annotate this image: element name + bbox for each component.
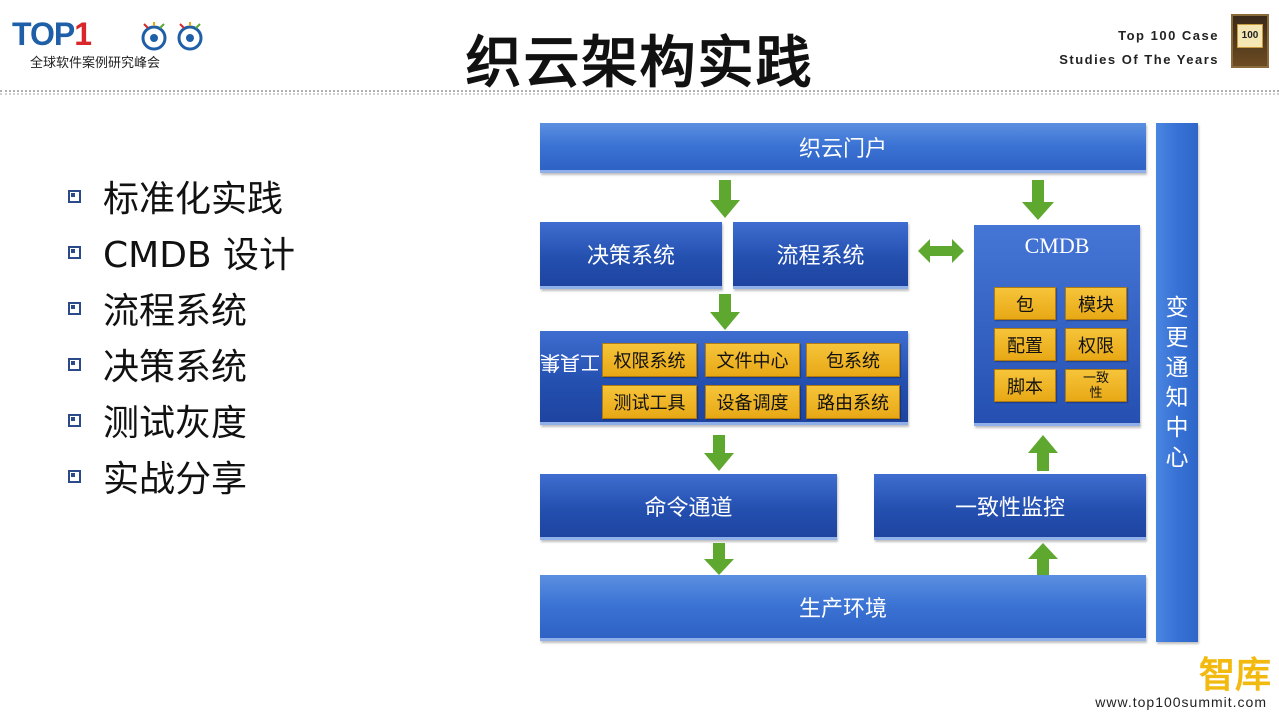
cmdb-item-script: 脚本 (994, 369, 1056, 402)
change-notify-center-bar: 变更通知中心 (1156, 123, 1198, 642)
cmdb-item-module: 模块 (1065, 287, 1127, 320)
cmdb-item-consistency: 一致 性 (1065, 369, 1127, 402)
top100-logo: TOP1 全球软件案例研究峰会 (12, 16, 212, 72)
bullet-icon (68, 245, 81, 259)
arrow-down-icon (704, 543, 734, 575)
cmdb-item-config: 配置 (994, 328, 1056, 361)
toolset-label: 工具集 (540, 351, 600, 375)
tagline: Top 100 Case Studies Of The Years (1059, 24, 1219, 72)
tool-device-scheduling: 设备调度 (705, 385, 800, 419)
header-divider (0, 90, 1279, 95)
arrow-bidirectional-icon (918, 239, 964, 263)
list-item: 标准化实践 (68, 168, 295, 224)
bullet-icon (68, 469, 81, 483)
tagline-line1: Top 100 Case (1118, 28, 1219, 43)
arrow-down-icon (704, 435, 734, 471)
logo-subtitle: 全球软件案例研究峰会 (30, 56, 161, 71)
decision-system-block: 决策系统 (540, 222, 722, 289)
logo-eyes-icon (141, 22, 203, 51)
portal-block: 织云门户 (540, 123, 1146, 173)
logo-wordmark: TOP1 (12, 16, 92, 52)
list-item: 实战分享 (68, 448, 295, 504)
tool-permission-system: 权限系统 (602, 343, 697, 377)
tagline-line2: Studies Of The Years (1059, 52, 1219, 67)
tool-routing-system: 路由系统 (806, 385, 900, 419)
process-system-block: 流程系统 (733, 222, 908, 289)
consistency-monitor-block: 一致性监控 (874, 474, 1146, 540)
bullet-icon (68, 413, 81, 427)
list-item: CMDB 设计 (68, 224, 295, 280)
arrow-up-icon (1028, 543, 1058, 575)
page-title: 织云架构实践 (465, 31, 814, 96)
list-item: 流程系统 (68, 280, 295, 336)
site-url: www.top100summit.com (1095, 694, 1267, 710)
cmdb-title: CMDB (1024, 233, 1090, 258)
list-item: 决策系统 (68, 336, 295, 392)
bullet-icon (68, 189, 81, 203)
award-badge-icon: 100 (1231, 14, 1269, 68)
bullet-icon (68, 301, 81, 315)
bullet-icon (68, 357, 81, 371)
command-channel-block: 命令通道 (540, 474, 837, 540)
production-env-block: 生产环境 (540, 575, 1146, 641)
cmdb-item-permission: 权限 (1065, 328, 1127, 361)
cmdb-item-package: 包 (994, 287, 1056, 320)
badge-label: 100 (1237, 24, 1263, 48)
arrow-down-icon (710, 180, 740, 218)
brand-mark: 智库 (1198, 655, 1271, 696)
tool-package-system: 包系统 (806, 343, 900, 377)
arrow-up-icon (1028, 435, 1058, 471)
tool-file-center: 文件中心 (705, 343, 800, 377)
list-item: 测试灰度 (68, 392, 295, 448)
arrow-down-icon (1022, 180, 1054, 220)
topic-list: 标准化实践 CMDB 设计 流程系统 决策系统 测试灰度 实战分享 (68, 168, 295, 504)
arrow-down-icon (710, 294, 740, 330)
tool-test-tools: 测试工具 (602, 385, 697, 419)
